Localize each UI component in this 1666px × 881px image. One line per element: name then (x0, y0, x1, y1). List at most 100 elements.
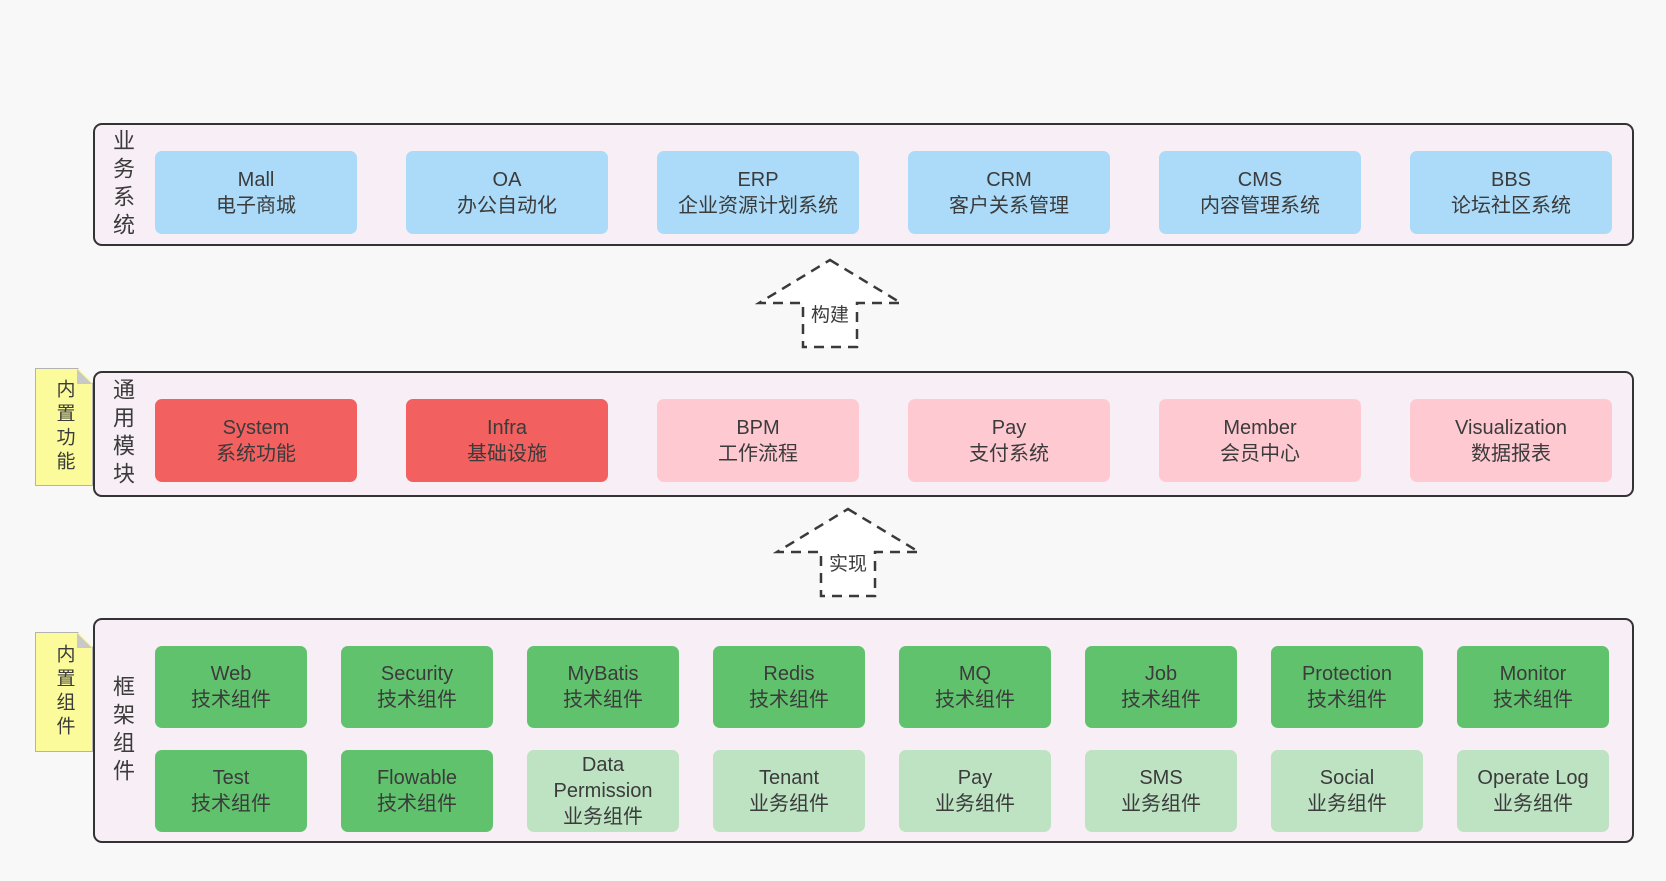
box-subtitle: 客户关系管理 (949, 194, 1069, 217)
box-subtitle: 会员中心 (1220, 442, 1300, 465)
box-bbs: BBS 论坛社区系统 (1410, 151, 1612, 234)
build-arrow: 构建 (755, 257, 905, 350)
layer-label-modules: 通用模块 (110, 378, 135, 490)
box-subtitle: 技术组件 (191, 793, 271, 815)
box-subtitle: 业务组件 (749, 793, 829, 815)
box-subtitle: 技术组件 (1493, 689, 1573, 711)
layer-label-business: 业务系统 (110, 128, 135, 241)
box-title: MyBatis (567, 663, 639, 685)
implement-arrow: 实现 (773, 506, 923, 599)
box-subtitle: 办公自动化 (457, 194, 557, 217)
box-subtitle: 业务组件 (1493, 793, 1573, 815)
box-redis: Redis 技术组件 (713, 646, 865, 728)
box-visualization: Visualization 数据报表 (1410, 399, 1612, 482)
box-subtitle: 业务组件 (1121, 793, 1201, 815)
implement-arrow-label: 实现 (825, 549, 871, 576)
layer-business-systems: 业务系统 Mall 电子商城 OA 办公自动化 ERP 企业资源计划系统 CRM… (93, 123, 1634, 246)
box-title: Redis (763, 663, 815, 685)
note-built-in-components: 内置组件 (35, 632, 93, 752)
box-title: Web (210, 663, 252, 685)
box-erp: ERP 企业资源计划系统 (657, 151, 859, 234)
box-title: SMS (1139, 767, 1183, 789)
box-job: Job 技术组件 (1085, 646, 1237, 728)
box-monitor: Monitor 技术组件 (1457, 646, 1609, 728)
box-title: Social (1319, 767, 1375, 789)
box-mybatis: MyBatis 技术组件 (527, 646, 679, 728)
box-title: Job (1144, 663, 1178, 685)
box-title: Member (1223, 416, 1297, 439)
box-bpm: BPM 工作流程 (657, 399, 859, 482)
box-subtitle: 技术组件 (377, 689, 457, 711)
box-title: Protection (1301, 663, 1393, 685)
box-subtitle: 技术组件 (935, 689, 1015, 711)
box-subtitle: 工作流程 (718, 442, 798, 465)
note-built-in-functions: 内置功能 (35, 368, 93, 486)
box-protection: Protection 技术组件 (1271, 646, 1423, 728)
box-title: System (222, 416, 290, 439)
box-member: Member 会员中心 (1159, 399, 1361, 482)
box-subtitle: 业务组件 (935, 793, 1015, 815)
box-title: CRM (986, 168, 1032, 191)
box-title: Flowable (376, 767, 458, 789)
layer-framework-components: 框架组件 Web 技术组件 Security 技术组件 MyBatis 技术组件… (93, 618, 1634, 843)
box-subtitle: 企业资源计划系统 (678, 194, 838, 217)
box-pay: Pay 支付系统 (908, 399, 1110, 482)
box-subtitle: 论坛社区系统 (1451, 194, 1571, 217)
box-web: Web 技术组件 (155, 646, 307, 728)
layer-label-components: 框架组件 (110, 674, 135, 787)
box-subtitle: 技术组件 (1121, 689, 1201, 711)
box-flowable: Flowable 技术组件 (341, 750, 493, 832)
box-data-permission: Data Permission 业务组件 (527, 750, 679, 832)
build-arrow-label: 构建 (807, 300, 853, 327)
box-subtitle: 技术组件 (749, 689, 829, 711)
note-fold-icon (77, 633, 92, 648)
box-title: Monitor (1499, 663, 1567, 685)
box-pay-component: Pay 业务组件 (899, 750, 1051, 832)
box-subtitle: 技术组件 (1307, 689, 1387, 711)
box-title: Infra (486, 416, 528, 439)
box-security: Security 技术组件 (341, 646, 493, 728)
box-title: ERP (737, 168, 779, 191)
layer-common-modules: 通用模块 System 系统功能 Infra 基础设施 BPM 工作流程 Pay… (93, 371, 1634, 497)
box-title: Pay (991, 416, 1027, 439)
box-subtitle: 技术组件 (563, 689, 643, 711)
box-title: BPM (736, 416, 780, 439)
note-text: 内置功能 (53, 379, 75, 475)
box-system: System 系统功能 (155, 399, 357, 482)
box-subtitle: 业务组件 (1307, 793, 1387, 815)
box-title: Mall (237, 168, 275, 191)
box-oa: OA 办公自动化 (406, 151, 608, 234)
box-subtitle: 系统功能 (216, 442, 296, 465)
box-title: Data Permission (553, 754, 653, 802)
box-tenant: Tenant 业务组件 (713, 750, 865, 832)
box-title: Tenant (758, 767, 820, 789)
box-mall: Mall 电子商城 (155, 151, 357, 234)
box-subtitle: 业务组件 (563, 806, 643, 828)
box-subtitle: 数据报表 (1471, 442, 1551, 465)
box-title: Pay (957, 767, 993, 789)
box-test: Test 技术组件 (155, 750, 307, 832)
box-infra: Infra 基础设施 (406, 399, 608, 482)
box-cms: CMS 内容管理系统 (1159, 151, 1361, 234)
box-subtitle: 技术组件 (191, 689, 271, 711)
box-title: Security (380, 663, 454, 685)
box-subtitle: 基础设施 (467, 442, 547, 465)
note-fold-icon (77, 369, 92, 384)
box-sms: SMS 业务组件 (1085, 750, 1237, 832)
box-social: Social 业务组件 (1271, 750, 1423, 832)
box-title: Visualization (1455, 416, 1567, 439)
box-subtitle: 内容管理系统 (1200, 194, 1320, 217)
note-text: 内置组件 (53, 644, 75, 740)
box-title: Test (212, 767, 250, 789)
box-title: MQ (958, 663, 992, 685)
box-title: BBS (1490, 168, 1532, 191)
box-crm: CRM 客户关系管理 (908, 151, 1110, 234)
box-subtitle: 电子商城 (216, 194, 296, 217)
box-title: CMS (1237, 168, 1283, 191)
box-subtitle: 支付系统 (969, 442, 1049, 465)
box-subtitle: 技术组件 (377, 793, 457, 815)
box-title: Operate Log (1477, 767, 1589, 789)
box-mq: MQ 技术组件 (899, 646, 1051, 728)
box-operate-log: Operate Log 业务组件 (1457, 750, 1609, 832)
